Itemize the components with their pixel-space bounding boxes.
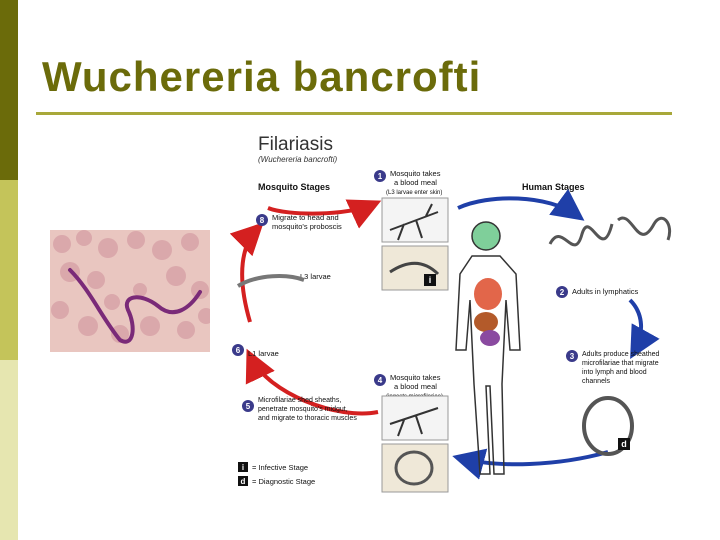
step-1: 1 Mosquito takes a blood meal (L3 larvae… xyxy=(374,169,442,196)
step-3: 3 Adults produce sheathed microfilariae … xyxy=(566,350,660,385)
worm-icon-sheathed-microfilariae: d xyxy=(582,396,634,456)
svg-text:a blood meal: a blood meal xyxy=(394,382,437,391)
svg-text:4: 4 xyxy=(378,376,383,385)
svg-text:2: 2 xyxy=(560,288,565,297)
svg-text:channels: channels xyxy=(582,378,611,385)
svg-text:6: 6 xyxy=(236,346,241,355)
mosquito-icon-bottom xyxy=(381,395,449,441)
diagnostic-marker: d xyxy=(621,439,627,449)
side-band-dark xyxy=(0,0,18,180)
svg-text:Migrate to head and: Migrate to head and xyxy=(272,213,339,222)
svg-text:Adults produce sheathed: Adults produce sheathed xyxy=(582,351,660,358)
svg-text:a blood meal: a blood meal xyxy=(394,178,437,187)
svg-text:i: i xyxy=(242,463,244,472)
svg-text:d: d xyxy=(241,477,246,486)
microscope-worm-image xyxy=(50,230,210,352)
svg-text:L3 larvae: L3 larvae xyxy=(300,272,331,281)
side-band-light xyxy=(0,360,18,540)
svg-text:Mosquito takes: Mosquito takes xyxy=(390,373,441,382)
svg-text:5: 5 xyxy=(246,402,251,411)
legend-diagnostic: d = Diagnostic Stage xyxy=(238,476,315,486)
step-5: 5 Microfilariae shed sheaths, penetrate … xyxy=(242,397,357,422)
svg-text:8: 8 xyxy=(260,216,265,225)
svg-text:mosquito's proboscis: mosquito's proboscis xyxy=(272,222,342,231)
svg-text:= Infective Stage: = Infective Stage xyxy=(252,463,308,472)
human-stages-label: Human Stages xyxy=(522,182,585,192)
svg-text:(L3 larvae enter skin): (L3 larvae enter skin) xyxy=(386,190,442,196)
svg-text:penetrate mosquito's midgut,: penetrate mosquito's midgut, xyxy=(258,406,348,413)
legend-infective: i = Infective Stage xyxy=(238,462,308,472)
human-cycle-arrow-bottom xyxy=(452,448,609,480)
mosquito-cycle-arrow-left xyxy=(229,222,264,323)
svg-text:Microfilariae shed sheaths,: Microfilariae shed sheaths, xyxy=(258,397,341,404)
slide-title: Wuchereria bancrofti xyxy=(42,53,482,100)
svg-text:microfilariae that migrate: microfilariae that migrate xyxy=(582,360,659,367)
life-cycle-diagram: Filariasis (Wuchereria bancrofti) Mosqui… xyxy=(229,134,671,493)
mosquito-cycle-arrow-top xyxy=(267,199,382,229)
side-band-mid xyxy=(0,180,18,360)
human-cycle-arrow-right xyxy=(628,298,660,359)
worm-box-microfilariae xyxy=(381,443,449,493)
diagram-subheading: (Wuchereria bancrofti) xyxy=(258,155,337,164)
svg-text:3: 3 xyxy=(570,352,575,361)
worm-icon-l3-larvae xyxy=(236,274,305,288)
mosquito-cycle-arrow-bottom xyxy=(245,348,379,416)
svg-text:1: 1 xyxy=(378,172,383,181)
human-cycle-arrow-top xyxy=(457,188,585,221)
svg-text:Mosquito takes: Mosquito takes xyxy=(390,169,441,178)
title-underline xyxy=(36,112,672,115)
svg-text:Adults in lymphatics: Adults in lymphatics xyxy=(572,287,639,296)
svg-text:L1 larvae: L1 larvae xyxy=(248,349,279,358)
human-body-icon xyxy=(455,221,521,475)
worm-icon-adults xyxy=(548,216,671,247)
mosquito-icon-top xyxy=(381,197,449,243)
mosquito-stages-label: Mosquito Stages xyxy=(258,182,330,192)
step-6: 6 L1 larvae xyxy=(232,344,279,358)
worm-box-l3: i xyxy=(381,245,449,291)
step-7: L3 larvae xyxy=(300,272,331,281)
svg-text:and migrate to thoracic muscle: and migrate to thoracic muscles xyxy=(258,415,357,422)
diagram-heading: Filariasis xyxy=(258,134,333,155)
step-2: 2 Adults in lymphatics xyxy=(556,286,639,298)
svg-text:into lymph and blood: into lymph and blood xyxy=(582,369,647,376)
step-8: 8 Migrate to head and mosquito's probosc… xyxy=(256,213,342,231)
infective-marker: i xyxy=(429,275,432,285)
svg-text:= Diagnostic Stage: = Diagnostic Stage xyxy=(252,477,315,486)
